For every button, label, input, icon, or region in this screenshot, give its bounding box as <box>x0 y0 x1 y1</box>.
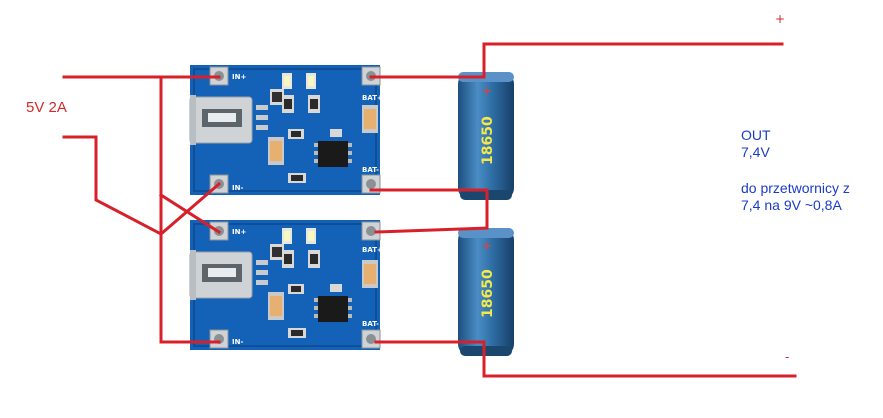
output-title: OUT <box>741 127 771 143</box>
wire-input-minus <box>62 135 164 237</box>
wire-board2-batplus <box>374 226 489 234</box>
wire-bat1-plus <box>369 42 784 79</box>
board-2-bat-minus-label: BAT- <box>362 320 379 328</box>
battery-2-plus-sign: + <box>482 239 493 254</box>
output-plus-sign: + <box>775 12 786 26</box>
battery-1-plus-sign: + <box>482 84 493 99</box>
charger-board-1: IN+ IN- BAT+ BAT- <box>189 64 383 196</box>
wire-minus-to-board1 <box>158 181 222 237</box>
board-1-bat-minus-label: BAT- <box>362 166 379 174</box>
output-note-line2: 7,4 na 9V ~0,8A <box>741 197 842 213</box>
battery-2: + 18650 <box>458 228 514 356</box>
board-2-in-minus-label: IN- <box>232 338 243 346</box>
wire-bat2-minus <box>374 340 797 378</box>
board-1-bat-plus-label: BAT+ <box>362 94 383 102</box>
output-voltage: 7,4V <box>741 144 770 160</box>
battery-1: + 18650 <box>458 72 514 200</box>
board-1-in-plus-label: IN+ <box>232 73 246 81</box>
wires <box>62 42 797 378</box>
wire-bat1-minus <box>369 188 489 230</box>
charger-board-2: IN+ IN- BAT+ BAT- <box>189 219 383 351</box>
board-2-in-plus-label: IN+ <box>232 228 246 236</box>
input-voltage-label: 5V 2A <box>26 99 67 116</box>
wire-input-plus-drop <box>159 75 221 344</box>
board-1-in-minus-label: IN- <box>232 184 243 192</box>
wire-plus-to-board2 <box>158 192 222 235</box>
board-2-bat-plus-label: BAT+ <box>362 246 383 254</box>
output-minus-sign: - <box>785 350 790 364</box>
battery-1-model: 18650 <box>480 116 496 165</box>
battery-2-model: 18650 <box>480 269 496 318</box>
output-note-line1: do przetwornicy z <box>741 180 850 196</box>
